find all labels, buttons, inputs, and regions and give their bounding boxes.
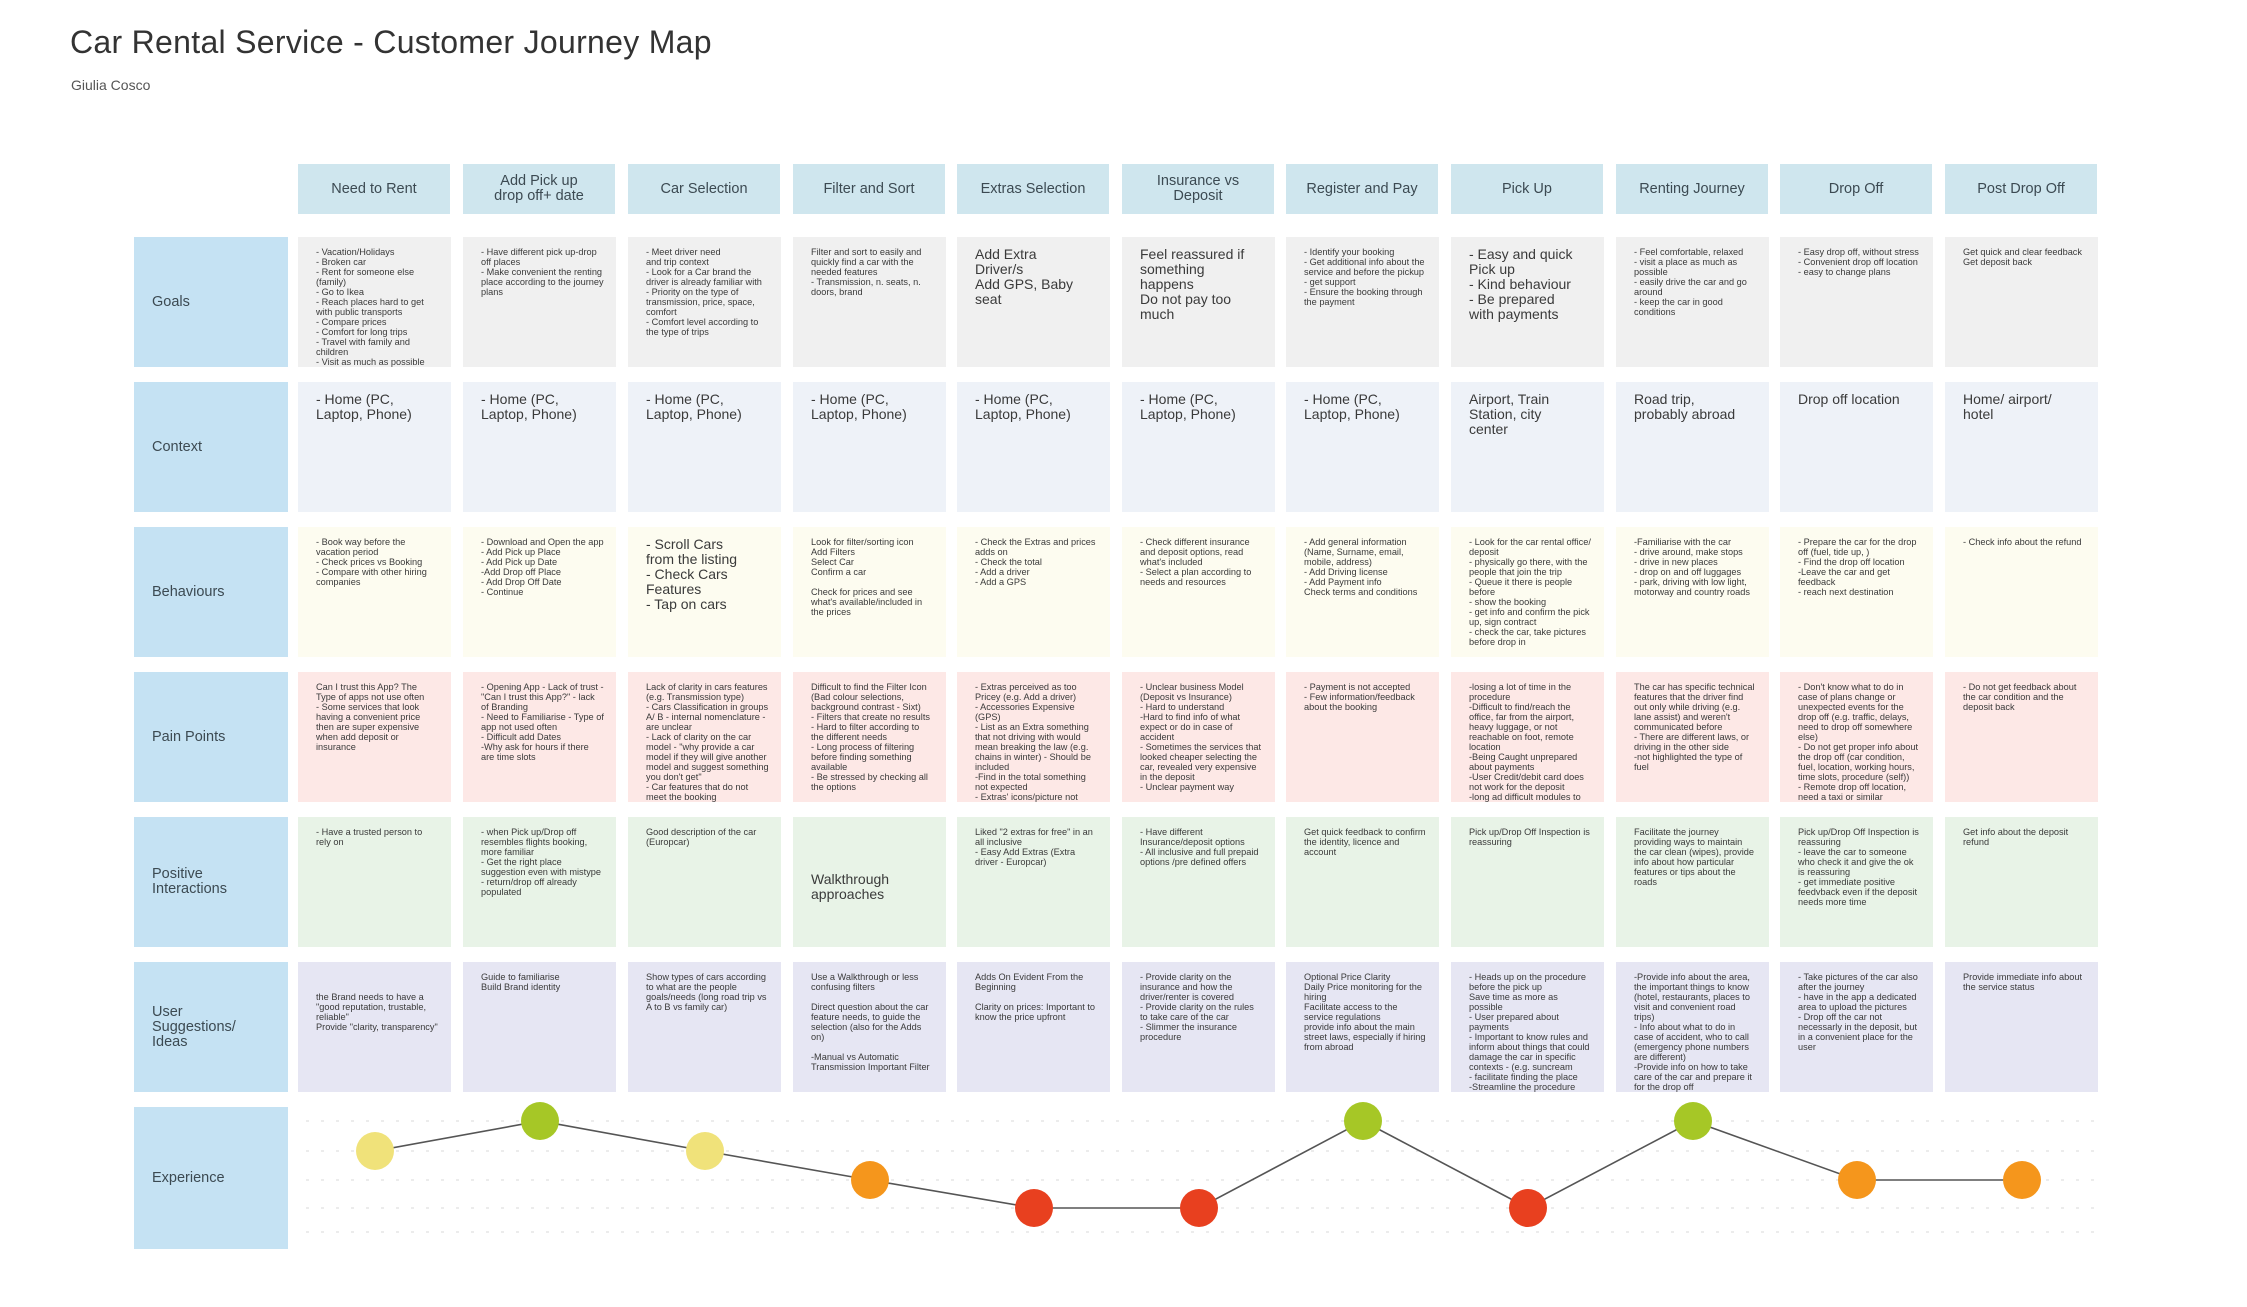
row-label-context: Context [134, 382, 288, 512]
positive-interactions-cell: - Have different Insurance/deposit optio… [1122, 817, 1275, 947]
positive-interactions-cell: Good description of the car (Europcar) [628, 817, 781, 947]
stage-header-4: Filter and Sort [793, 164, 945, 214]
row-label-behaviours: Behaviours [134, 527, 288, 657]
goals-cell: Add Extra Driver/s Add GPS, Baby seat [957, 237, 1110, 367]
context-cell: Airport, Train Station, city center [1451, 382, 1604, 512]
row-label-goals: Goals [134, 237, 288, 367]
pain-points-cell: - Unclear business Model (Deposit vs Ins… [1122, 672, 1275, 802]
stage-header-10: Drop Off [1780, 164, 1932, 214]
pain-points-cell: Can I trust this App? The Type of apps n… [298, 672, 451, 802]
stage-header-11: Post Drop Off [1945, 164, 2097, 214]
user-suggestions-cell: Provide immediate info about the service… [1945, 962, 2098, 1092]
author-name: Giulia Cosco [71, 77, 151, 93]
pain-points-cell: Difficult to find the Filter Icon (Bad c… [793, 672, 946, 802]
experience-point-10 [1838, 1161, 1876, 1199]
goals-cell: Get quick and clear feedback Get deposit… [1945, 237, 2098, 367]
pain-points-cell: - Do not get feedback about the car cond… [1945, 672, 2098, 802]
context-cell: - Home (PC, Laptop, Phone) [298, 382, 451, 512]
goals-cell: - Identify your booking - Get additional… [1286, 237, 1439, 367]
pain-points-cell: -losing a lot of time in the procedure -… [1451, 672, 1604, 802]
behaviours-cell: - Scroll Cars from the listing - Check C… [628, 527, 781, 657]
stage-header-5: Extras Selection [957, 164, 1109, 214]
pain-points-cell: Lack of clarity in cars features (e.g. T… [628, 672, 781, 802]
goals-cell: Feel reassured if something happens Do n… [1122, 237, 1275, 367]
user-suggestions-cell: Show types of cars according to what are… [628, 962, 781, 1092]
experience-point-7 [1344, 1102, 1382, 1140]
pain-points-cell: The car has specific technical features … [1616, 672, 1769, 802]
behaviours-cell: -Familiarise with the car - drive around… [1616, 527, 1769, 657]
context-cell: - Home (PC, Laptop, Phone) [957, 382, 1110, 512]
goals-cell: - Easy drop off, without stress - Conven… [1780, 237, 1933, 367]
experience-point-5 [1015, 1189, 1053, 1227]
behaviours-cell: - Prepare the car for the drop off (fuel… [1780, 527, 1933, 657]
context-cell: - Home (PC, Laptop, Phone) [463, 382, 616, 512]
context-cell: Drop off location [1780, 382, 1933, 512]
row-label-pain-points: Pain Points [134, 672, 288, 802]
positive-interactions-cell: Pick up/Drop Off Inspection is reassurin… [1451, 817, 1604, 947]
row-label-positive-interactions: Positive Interactions [134, 817, 288, 947]
experience-point-11 [2003, 1161, 2041, 1199]
behaviours-cell: - Book way before the vacation period - … [298, 527, 451, 657]
row-label-user-suggestions: User Suggestions/ Ideas [134, 962, 288, 1092]
experience-point-2 [521, 1102, 559, 1140]
context-cell: - Home (PC, Laptop, Phone) [1286, 382, 1439, 512]
stage-header-8: Pick Up [1451, 164, 1603, 214]
experience-point-4 [851, 1161, 889, 1199]
behaviours-cell: - Look for the car rental office/ deposi… [1451, 527, 1604, 657]
page-title: Car Rental Service - Customer Journey Ma… [70, 24, 712, 60]
user-suggestions-cell: Guide to familiarise Build Brand identit… [463, 962, 616, 1092]
context-cell: Home/ airport/ hotel [1945, 382, 2098, 512]
behaviours-cell: Look for filter/sorting icon Add Filters… [793, 527, 946, 657]
context-cell: Road trip, probably abroad [1616, 382, 1769, 512]
user-suggestions-cell: - Take pictures of the car also after th… [1780, 962, 1933, 1092]
goals-cell: - Easy and quick Pick up - Kind behaviou… [1451, 237, 1604, 367]
positive-interactions-cell: Walkthrough approaches [793, 817, 946, 947]
positive-interactions-cell: - Have a trusted person to rely on [298, 817, 451, 947]
user-suggestions-cell: Adds On Evident From the Beginning Clari… [957, 962, 1110, 1092]
stage-header-1: Need to Rent [298, 164, 450, 214]
goals-cell: - Vacation/Holidays - Broken car - Rent … [298, 237, 451, 367]
experience-point-6 [1180, 1189, 1218, 1227]
stage-header-3: Car Selection [628, 164, 780, 214]
pain-points-cell: - Opening App - Lack of trust - "Can I t… [463, 672, 616, 802]
stage-header-9: Renting Journey [1616, 164, 1768, 214]
user-suggestions-cell: Use a Walkthrough or less confusing filt… [793, 962, 946, 1092]
user-suggestions-cell: - Heads up on the procedure before the p… [1451, 962, 1604, 1092]
positive-interactions-cell: Facilitate the journey providing ways to… [1616, 817, 1769, 947]
positive-interactions-cell: Pick up/Drop Off Inspection is reassurin… [1780, 817, 1933, 947]
positive-interactions-cell: Get info about the deposit refund [1945, 817, 2098, 947]
stage-header-6: Insurance vs Deposit [1122, 164, 1274, 214]
user-suggestions-cell: the Brand needs to have a "good reputati… [298, 962, 451, 1092]
pain-points-cell: - Extras perceived as too Pricey (e.g. A… [957, 672, 1110, 802]
stage-header-7: Register and Pay [1286, 164, 1438, 214]
goals-cell: - Feel comfortable, relaxed - visit a pl… [1616, 237, 1769, 367]
behaviours-cell: - Download and Open the app - Add Pick u… [463, 527, 616, 657]
context-cell: - Home (PC, Laptop, Phone) [1122, 382, 1275, 512]
positive-interactions-cell: - when Pick up/Drop off resembles flight… [463, 817, 616, 947]
pain-points-cell: - Don't know what to do in case of plans… [1780, 672, 1933, 802]
goals-cell: Filter and sort to easily and quickly fi… [793, 237, 946, 367]
user-suggestions-cell: Optional Price Clarity Daily Price monit… [1286, 962, 1439, 1092]
user-suggestions-cell: -Provide info about the area, the import… [1616, 962, 1769, 1092]
behaviours-cell: - Add general information (Name, Surname… [1286, 527, 1439, 657]
stage-header-2: Add Pick up drop off+ date [463, 164, 615, 214]
row-label-experience: Experience [134, 1107, 288, 1249]
behaviours-cell: - Check different insurance and deposit … [1122, 527, 1275, 657]
experience-point-9 [1674, 1102, 1712, 1140]
positive-interactions-cell: Get quick feedback to confirm the identi… [1286, 817, 1439, 947]
context-cell: - Home (PC, Laptop, Phone) [793, 382, 946, 512]
pain-points-cell: - Payment is not accepted - Few informat… [1286, 672, 1439, 802]
user-suggestions-cell: - Provide clarity on the insurance and h… [1122, 962, 1275, 1092]
behaviours-cell: - Check info about the refund [1945, 527, 2098, 657]
experience-point-8 [1509, 1189, 1547, 1227]
context-cell: - Home (PC, Laptop, Phone) [628, 382, 781, 512]
experience-point-3 [686, 1132, 724, 1170]
goals-cell: - Meet driver need and trip context - Lo… [628, 237, 781, 367]
positive-interactions-cell: Liked "2 extras for free" in an all incl… [957, 817, 1110, 947]
behaviours-cell: - Check the Extras and prices adds on - … [957, 527, 1110, 657]
goals-cell: - Have different pick up-drop off places… [463, 237, 616, 367]
experience-point-1 [356, 1132, 394, 1170]
